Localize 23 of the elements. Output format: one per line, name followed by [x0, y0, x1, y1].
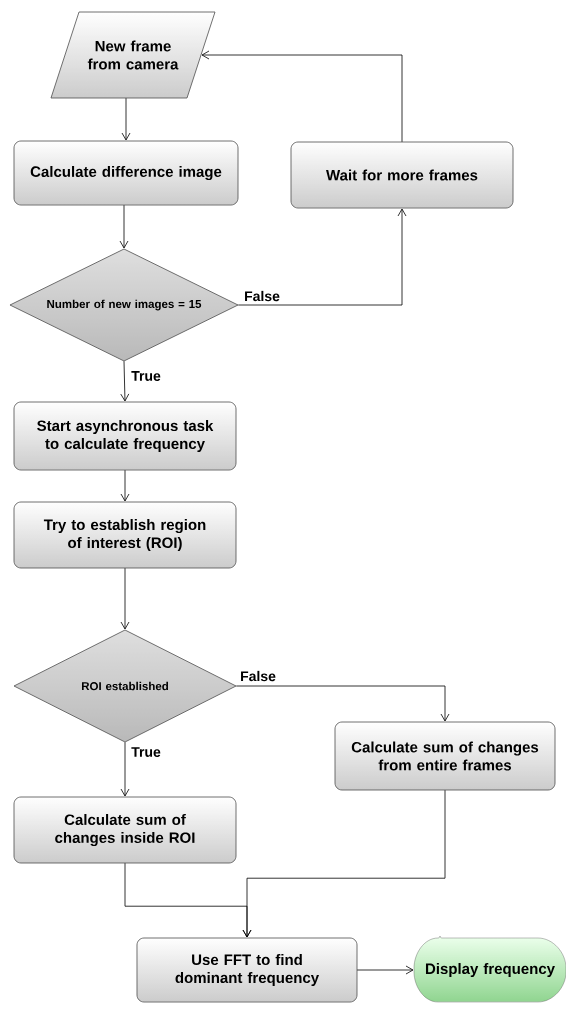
- arrow: [120, 741, 130, 797]
- arrow: [120, 469, 130, 502]
- process-box: Calculate sum of changes inside ROI: [13, 796, 237, 864]
- edge-label: False: [239, 669, 277, 683]
- arrow: [119, 204, 129, 249]
- arrow: [235, 685, 450, 722]
- edge-label: True: [130, 746, 162, 758]
- arrow: [356, 965, 414, 975]
- process-box: Calculate difference image: [13, 140, 239, 206]
- process-box: Try to establish region of interest (ROI): [13, 501, 237, 569]
- arrow: [121, 97, 131, 141]
- edge-label: True: [130, 370, 162, 382]
- arrow: [120, 360, 130, 402]
- arrow: [120, 567, 130, 630]
- process-box: Wait for more frames: [290, 141, 514, 209]
- process-box: Use FFT to find dominant frequency: [136, 937, 358, 1003]
- arrow: [201, 50, 403, 143]
- input-parallelogram: New frame from camera: [50, 11, 216, 99]
- process-box: Calculate sum of changes from entire frames: [334, 721, 556, 791]
- arrow: [242, 789, 446, 938]
- process-box: Start asynchronous task to calculate frequency: [13, 401, 237, 471]
- arrow: [237, 208, 407, 306]
- edge-label: False: [243, 289, 281, 303]
